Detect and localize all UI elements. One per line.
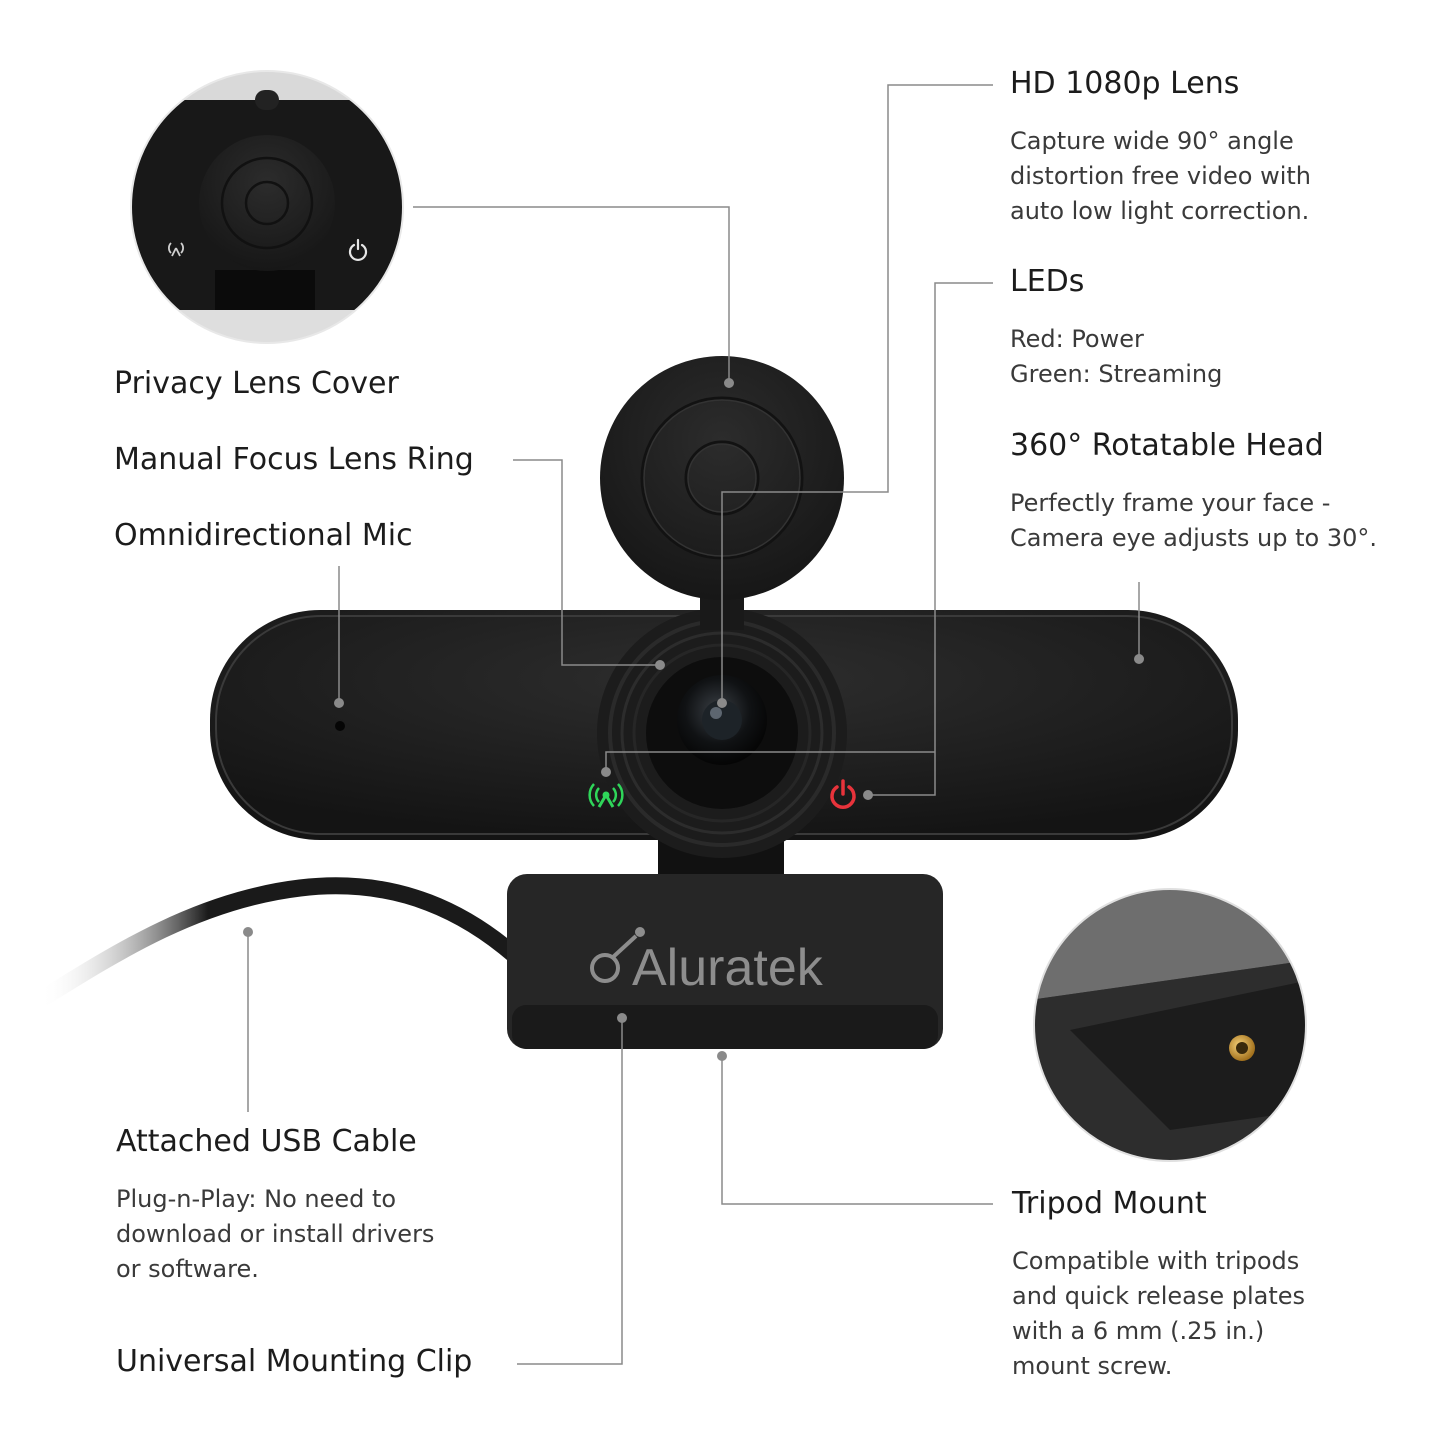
privacy-cover-disc xyxy=(600,356,844,600)
leds-line-1: Red: Power xyxy=(1010,325,1144,353)
hd-lens-description: Capture wide 90° angle distortion free v… xyxy=(1010,124,1311,229)
mic-hole xyxy=(335,721,345,731)
tripod-mount-description: Compatible with tripods and quick releas… xyxy=(1012,1244,1305,1384)
aluratek-logo: Aluratek xyxy=(590,927,824,997)
mic-title: Omnidirectional Mic xyxy=(114,518,413,553)
stream-icon xyxy=(588,783,624,808)
tripod-mount-line-4: mount screw. xyxy=(1012,1352,1173,1380)
leader-dots xyxy=(243,378,1144,1061)
rotatable-head-line-1: Perfectly frame your face - xyxy=(1010,489,1331,517)
hd-lens-line-2: distortion free video with xyxy=(1010,162,1312,190)
tripod-mount-line-2: and quick release plates xyxy=(1012,1282,1306,1310)
privacy-cover-title: Privacy Lens Cover xyxy=(114,366,399,401)
usb-cable-title: Attached USB Cable xyxy=(116,1124,417,1159)
mounting-clip-title: Universal Mounting Clip xyxy=(116,1344,473,1379)
tripod-mount-inset xyxy=(1034,889,1306,1161)
hd-lens-line-3: auto low light correction. xyxy=(1010,197,1310,225)
hd-lens-line-1: Capture wide 90° angle xyxy=(1010,127,1294,155)
privacy-cover-inset xyxy=(131,71,403,343)
logo-text: Aluratek xyxy=(632,939,824,997)
focus-ring-title: Manual Focus Lens Ring xyxy=(114,442,474,477)
leds-description: Red: Power Green: Streaming xyxy=(1010,322,1222,392)
rotatable-head-description: Perfectly frame your face - Camera eye a… xyxy=(1010,486,1377,556)
leds-title: LEDs xyxy=(1010,264,1085,299)
usb-cable xyxy=(31,877,529,1009)
power-icon xyxy=(830,779,856,809)
usb-cable-line-2: download or install drivers xyxy=(116,1220,435,1248)
hd-lens-title: HD 1080p Lens xyxy=(1010,66,1240,101)
tripod-mount-line-1: Compatible with tripods xyxy=(1012,1247,1300,1275)
usb-cable-description: Plug-n-Play: No need to download or inst… xyxy=(116,1182,434,1287)
leds-line-2: Green: Streaming xyxy=(1010,360,1223,388)
leader-lines xyxy=(247,84,1140,1365)
rotatable-head-line-2: Camera eye adjusts up to 30°. xyxy=(1010,524,1378,552)
tripod-mount-title: Tripod Mount xyxy=(1012,1186,1207,1221)
tripod-mount-line-3: with a 6 mm (.25 in.) xyxy=(1012,1317,1265,1345)
usb-cable-line-3: or software. xyxy=(116,1255,259,1283)
rotatable-head-title: 360° Rotatable Head xyxy=(1010,428,1324,463)
usb-cable-line-1: Plug-n-Play: No need to xyxy=(116,1185,397,1213)
